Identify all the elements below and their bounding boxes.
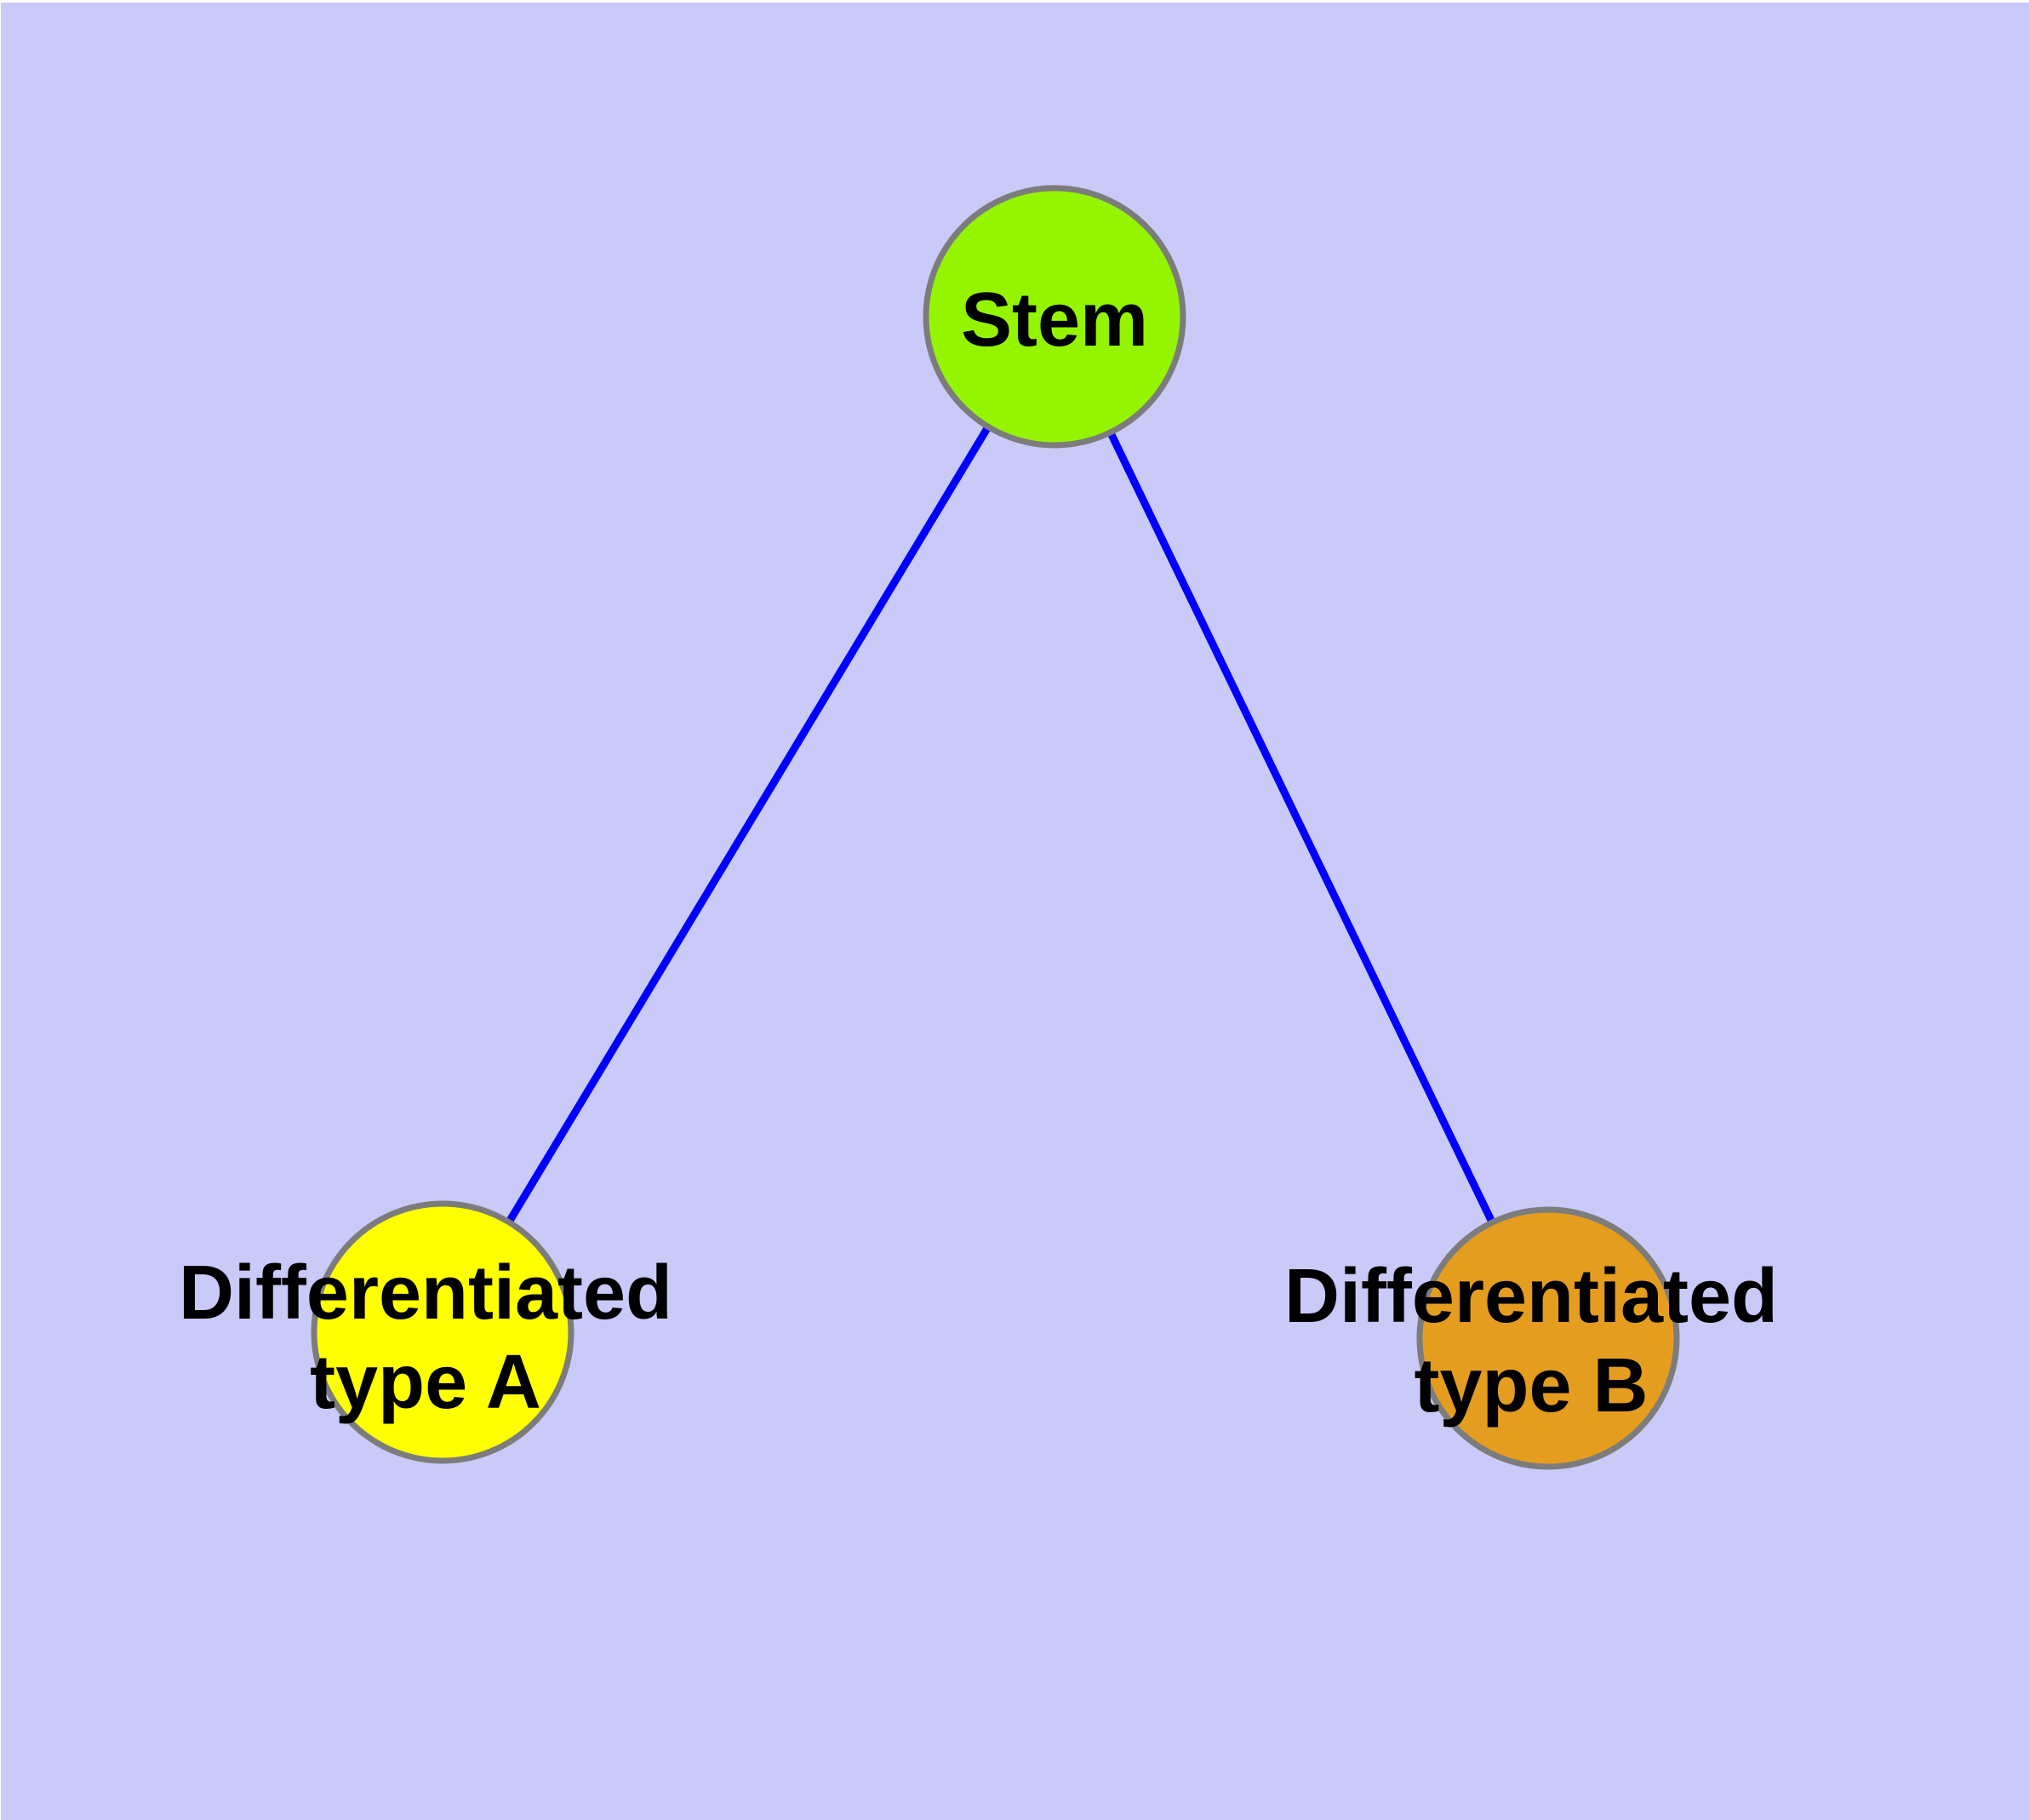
node-type-a [311, 1200, 574, 1464]
node-stem-label: Stem [961, 278, 1148, 363]
node-type-a-label-line2: type A [310, 1340, 541, 1425]
edge-stem-to-type-b [1050, 312, 1552, 1342]
node-type-b-label-line1: Differentiated [1284, 1254, 1778, 1339]
node-type-a-label-line1: Differentiated [179, 1251, 672, 1336]
node-type-b-label-line2: type B [1414, 1343, 1648, 1428]
node-stem [923, 185, 1186, 449]
edge-stem-to-type-a [438, 312, 1059, 1336]
node-type-b [1416, 1206, 1680, 1470]
